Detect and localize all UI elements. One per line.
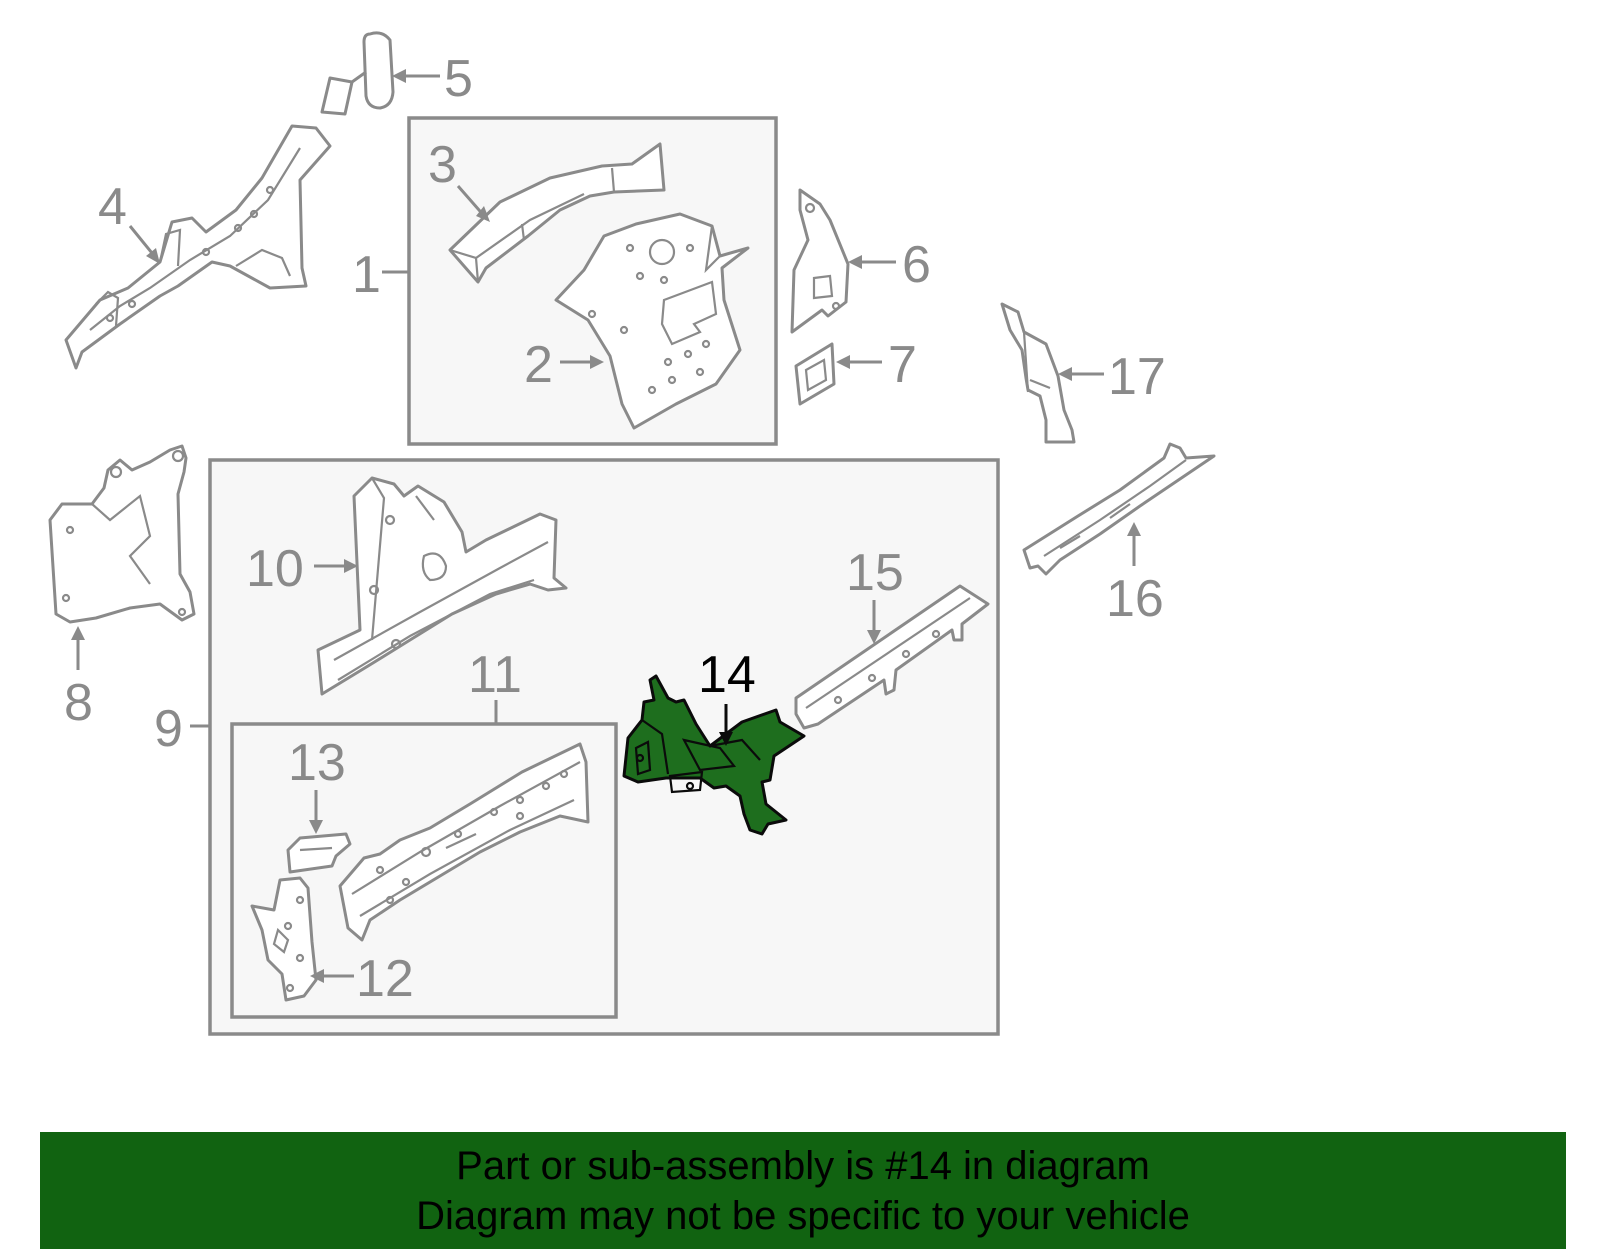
part-13-shape — [286, 832, 352, 874]
part-8-shape — [48, 444, 196, 624]
part-10-shape — [316, 476, 568, 696]
part-12-shape — [250, 876, 318, 1002]
part-6-shape — [790, 188, 850, 334]
part-17-shape — [1000, 302, 1076, 444]
callout-6: 6 — [902, 236, 931, 294]
callout-8: 8 — [64, 674, 93, 732]
part-15-shape — [794, 584, 990, 730]
part-14-shape — [622, 674, 806, 836]
callout-9: 9 — [154, 700, 183, 758]
callout-1: 1 — [352, 246, 381, 304]
callout-12: 12 — [356, 950, 414, 1008]
part-3-shape — [448, 142, 666, 284]
callout-17: 17 — [1108, 348, 1166, 406]
part-4-shape — [64, 124, 332, 370]
callout-13: 13 — [288, 734, 346, 792]
part-2-shape — [554, 212, 750, 430]
callout-15: 15 — [846, 544, 904, 602]
callout-11: 11 — [468, 646, 522, 704]
callout-4: 4 — [98, 178, 127, 236]
callout-14: 14 — [698, 646, 756, 704]
part-7-shape — [794, 342, 836, 406]
callout-16: 16 — [1106, 570, 1164, 628]
banner-line-2: Diagram may not be specific to your vehi… — [416, 1193, 1190, 1238]
callout-7: 7 — [888, 336, 917, 394]
callout-3: 3 — [428, 136, 457, 194]
part-5-shape — [320, 31, 395, 116]
part-11-shape — [338, 742, 590, 942]
banner-line-1: Part or sub-assembly is #14 in diagram — [456, 1143, 1150, 1188]
info-banner: Part or sub-assembly is #14 in diagram D… — [40, 1132, 1566, 1249]
part-16-shape — [1022, 442, 1216, 576]
callout-2: 2 — [524, 336, 553, 394]
callout-5: 5 — [444, 50, 473, 108]
callout-10: 10 — [246, 540, 304, 598]
